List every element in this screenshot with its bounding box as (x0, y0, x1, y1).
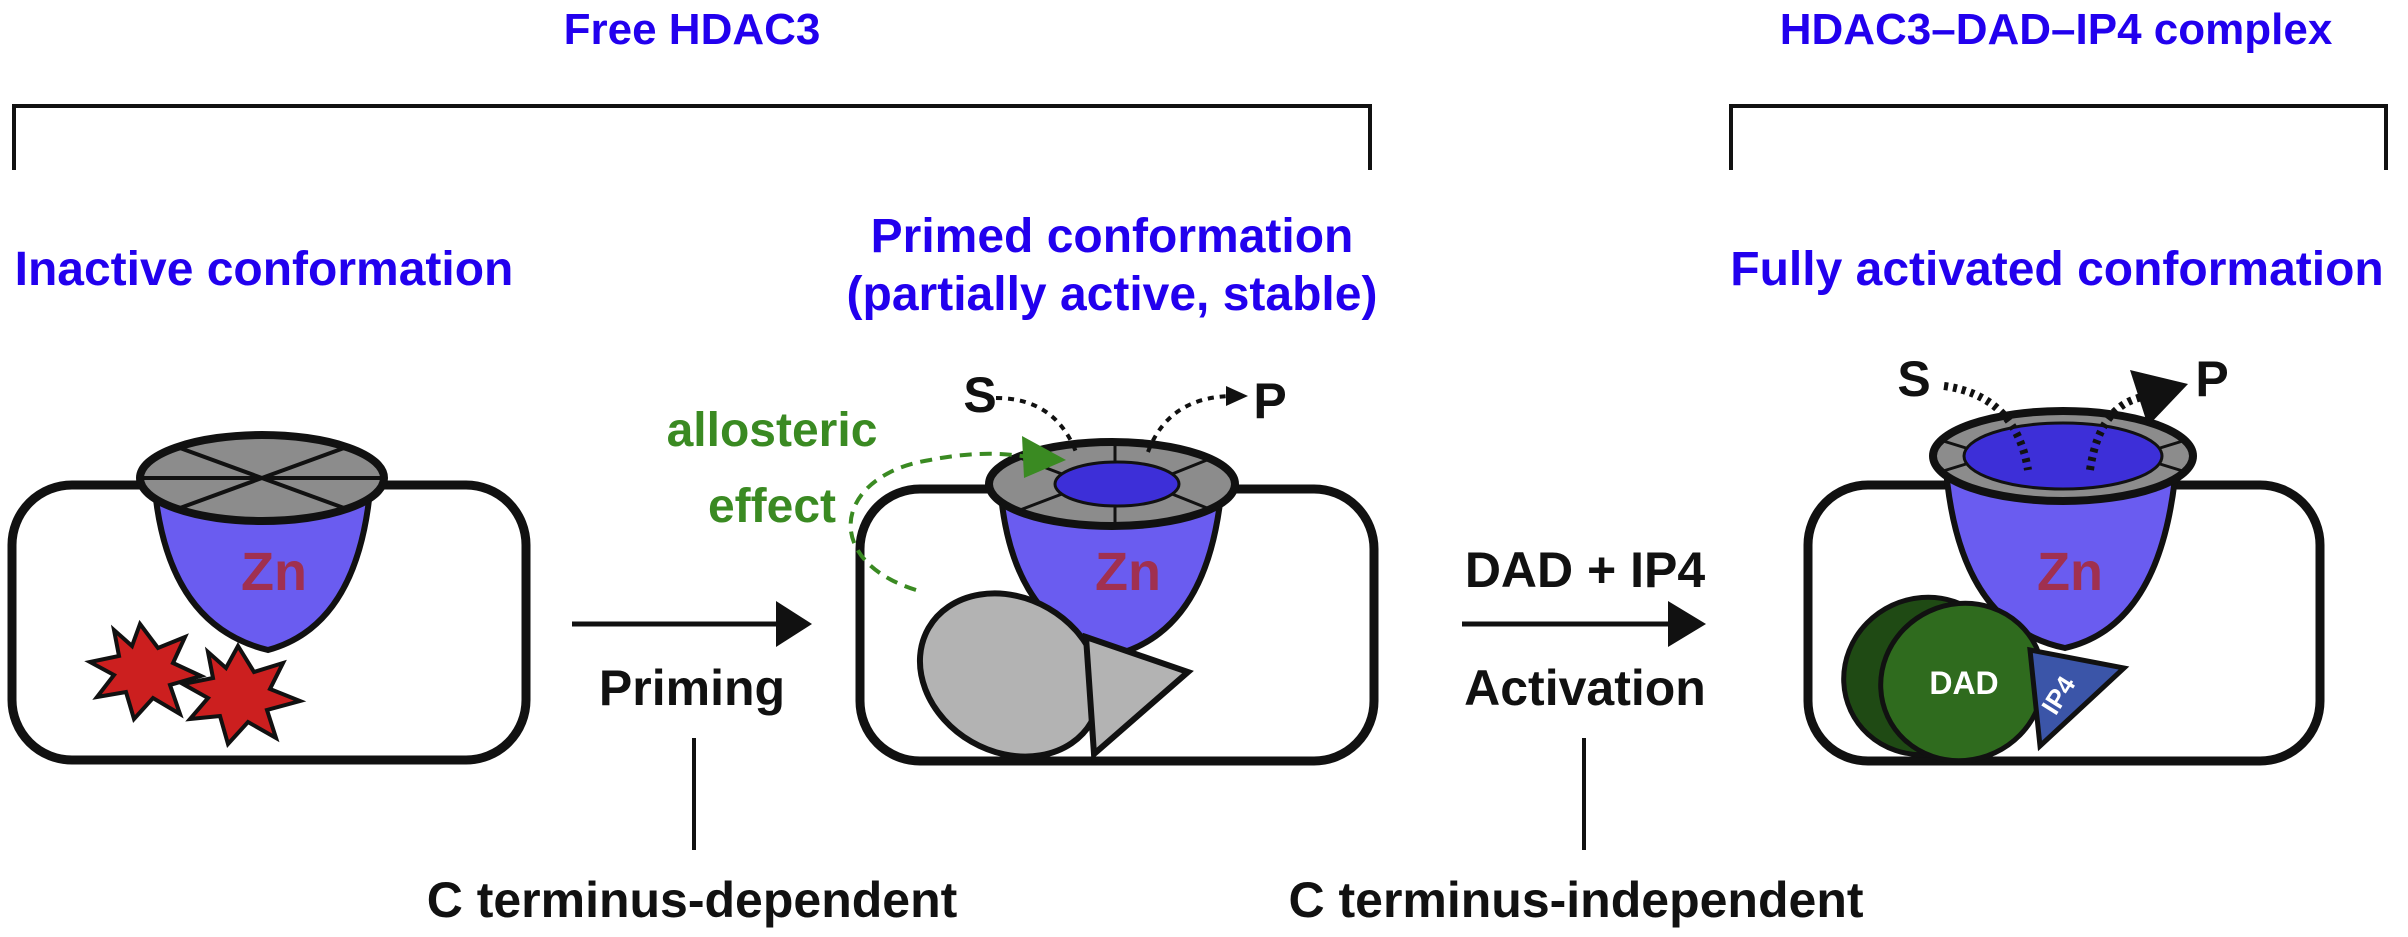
product-label: P (2195, 351, 2228, 407)
complex-bracket (1729, 104, 2388, 170)
product-path (2086, 392, 2149, 471)
primed-state-title-line2: (partially active, stable) (847, 268, 1378, 321)
product-arrowhead (1226, 386, 1248, 406)
closed-lid-segments (144, 446, 380, 510)
product-path (1146, 394, 1231, 453)
primed-enzyme: Zn (848, 386, 1379, 766)
complex-header: HDAC3–DAD–IP4 complex (1780, 5, 2333, 54)
lid-segments (1939, 438, 2187, 474)
priming-label: Priming (599, 660, 785, 716)
inhibitory-star-icon (84, 619, 207, 723)
dad-domain (1878, 600, 2046, 764)
lid-opening (1053, 460, 1181, 508)
allosteric-label-line1: allosteric (667, 404, 878, 457)
allosteric-arrowhead (1022, 436, 1066, 478)
free-hdac3-bracket (12, 104, 1372, 170)
zinc-label: Zn (2037, 542, 2103, 602)
activated-state-title: Fully activated conformation (1730, 243, 2383, 296)
ip4-molecule (2027, 646, 2130, 752)
substrate-path (1943, 382, 2032, 471)
dad-ip4-label: DAD + IP4 (1465, 542, 1706, 598)
substrate-label: S (963, 367, 996, 423)
active-site-pocket (150, 477, 375, 654)
substrate-path (995, 396, 1078, 453)
c-terminus-independent-label: C terminus-independent (1288, 872, 1863, 928)
activation-label: Activation (1464, 660, 1706, 716)
zinc-label: Zn (1095, 542, 1161, 602)
inhibitory-star-icon (177, 642, 307, 749)
zinc-label: Zn (241, 542, 307, 602)
active-site-pocket (1941, 453, 2181, 652)
dad-label: DAD (1929, 665, 1998, 701)
free-hdac3-header: Free HDAC3 (564, 5, 821, 54)
c-terminus-dependent-label: C terminus-dependent (427, 872, 958, 928)
lid-opening (1962, 421, 2164, 491)
product-label: P (1253, 373, 1286, 429)
allosteric-label-line2: effect (708, 480, 836, 533)
substrate-label: S (1897, 351, 1930, 407)
activation-arrowhead (1668, 601, 1706, 647)
priming-arrowhead (776, 601, 812, 647)
inactive-enzyme: Zn (7, 431, 531, 765)
c-terminal-domain-triangle (1082, 632, 1194, 761)
inactive-state-title: Inactive conformation (15, 243, 514, 296)
primed-state-title-line1: Primed conformation (871, 210, 1354, 263)
product-arrowhead (2130, 370, 2188, 426)
activated-enzyme: Zn DAD IP4 (1803, 370, 2325, 766)
allosteric-effect-path (848, 451, 1053, 592)
